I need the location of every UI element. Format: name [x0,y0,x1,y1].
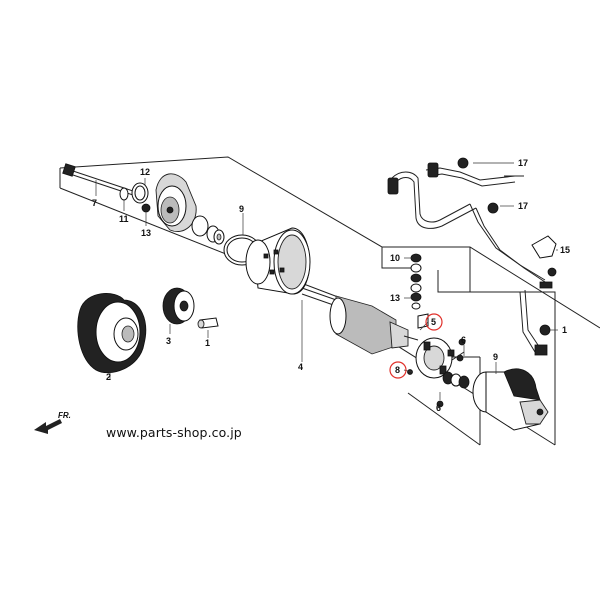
callout-17-upper: 17 [518,158,528,168]
callout-numbers: 2 3 1 4 7 11 12 13 9 10 13 5 8 6 6 9 17 … [92,158,570,413]
washer-stack-center [410,253,422,310]
callout-2: 2 [106,372,111,382]
callout-13-center: 13 [390,293,400,303]
connector-top [427,162,439,178]
idle-gear [162,287,195,325]
callout-1: 1 [205,338,210,348]
terminal-cap [531,235,557,259]
brush-holder [407,313,466,408]
washer-13 [141,203,151,213]
callout-5: 5 [431,317,436,327]
front-direction-arrow: FR. [34,411,71,434]
callout-6-lower: 6 [436,403,441,413]
callout-7: 7 [92,198,97,208]
washer-11 [119,187,129,201]
highlight-ring-5 [425,313,443,331]
front-end-cover [155,173,197,232]
direction-label: FR. [58,411,71,420]
harness-clip-top [457,157,469,169]
bolt-right [539,324,551,336]
reduction-gear [77,293,147,374]
armature [301,287,419,355]
callout-8: 8 [395,365,400,375]
washer-stack-rear [442,371,470,389]
assembly-frame [59,156,600,446]
website-url: www.parts-shop.co.jp [106,425,242,440]
highlight-ring-8 [389,361,407,379]
terminal-nut [547,267,557,277]
pin-shaft [197,317,219,329]
callout-12: 12 [140,167,150,177]
callout-13-left: 13 [141,228,151,238]
ground-terminal [534,344,548,356]
connector-left [387,177,399,195]
washer-stack-front [191,215,225,245]
motor-yoke [245,227,311,295]
callout-9-right: 9 [493,352,498,362]
callout-3: 3 [166,336,171,346]
callout-6-upper: 6 [461,335,466,345]
callout-15: 15 [560,245,570,255]
callout-1-right: 1 [562,325,567,335]
leader-lines [95,162,558,400]
callout-9-left: 9 [239,204,244,214]
wiring-harness [387,157,557,356]
cable-end [539,281,553,289]
harness-clip-mid [487,202,499,214]
rear-end-cover [472,368,549,431]
callout-11: 11 [119,214,129,224]
callout-10: 10 [390,253,400,263]
callout-17-lower: 17 [518,201,528,211]
callout-4: 4 [298,362,303,372]
